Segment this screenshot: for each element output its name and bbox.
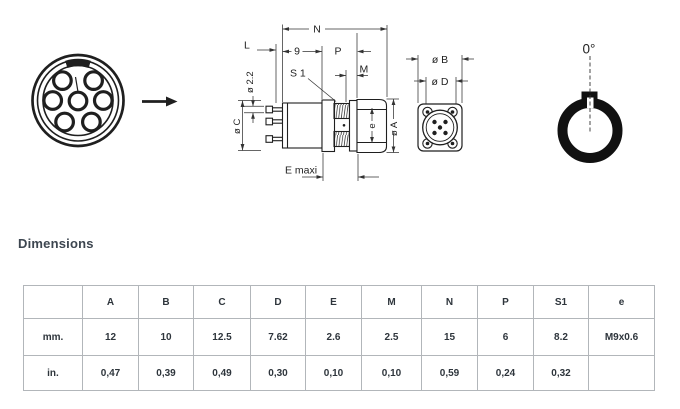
column-header: C xyxy=(193,285,251,319)
dim-label-p: P xyxy=(335,46,342,58)
column-header: e xyxy=(588,285,655,319)
connector-body xyxy=(281,102,323,149)
table-cell: 6 xyxy=(477,318,534,356)
dim-label-dia-2-2: ø 2.2 xyxy=(245,71,256,93)
table-cell: 0,47 xyxy=(82,355,139,391)
dimensions-table: A B C D E M N P S1 e mm. 12 10 12.5 7.62… xyxy=(23,285,655,391)
dim-label-m: M xyxy=(360,64,369,76)
table-cell: 0,59 xyxy=(421,355,478,391)
dim-label-s1: S 1 xyxy=(290,68,306,80)
dim-label-9: 9 xyxy=(294,46,300,58)
table-cell: 2.6 xyxy=(305,318,362,356)
table-header-row: A B C D E M N P S1 e xyxy=(23,285,655,319)
column-header: N xyxy=(421,285,478,319)
table-row: in. 0,47 0,39 0,49 0,30 0,10 0,10 0,59 0… xyxy=(23,355,655,391)
dim-label-n: N xyxy=(313,24,321,36)
table-cell: 10 xyxy=(138,318,194,356)
column-header: E xyxy=(305,285,362,319)
flange-rear-view: ø B ø D xyxy=(406,54,474,152)
dim-label-l: L xyxy=(244,40,250,52)
table-cell: 0,32 xyxy=(533,355,589,391)
dim-label-e-maxi: E maxi xyxy=(285,165,317,177)
solder-contacts xyxy=(265,105,284,143)
flange xyxy=(321,99,336,153)
table-cell: 0,49 xyxy=(193,355,251,391)
orientation-ring-view: 0° xyxy=(557,42,623,163)
connector-front-view xyxy=(31,53,125,148)
dim-label-dia-c: ø C xyxy=(232,119,243,134)
rear-contacts xyxy=(425,110,455,146)
orientation-angle-label: 0° xyxy=(583,42,596,57)
column-header: P xyxy=(477,285,534,319)
section-title: Dimensions xyxy=(18,236,94,251)
thread-upper xyxy=(333,102,351,120)
column-header: B xyxy=(138,285,194,319)
table-cell: M9x0.6 xyxy=(588,318,655,356)
row-label: in. xyxy=(23,355,83,391)
table-cell: 12.5 xyxy=(193,318,251,356)
keying-notch xyxy=(65,58,91,69)
column-header: S1 xyxy=(533,285,589,319)
column-header: M xyxy=(361,285,422,319)
nut xyxy=(356,98,388,154)
column-header: A xyxy=(82,285,139,319)
table-cell: 7.62 xyxy=(250,318,306,356)
thread-lower xyxy=(333,130,351,148)
table-cell: 0,39 xyxy=(138,355,194,391)
table-cell xyxy=(588,355,655,391)
table-cell: 0,24 xyxy=(477,355,534,391)
table-cell: 8.2 xyxy=(533,318,589,356)
dim-label-dia-d: ø D xyxy=(432,76,449,88)
table-cell: 0,10 xyxy=(361,355,422,391)
table-cell: 2.5 xyxy=(361,318,422,356)
contact-holes xyxy=(42,70,114,133)
table-cell: 0,30 xyxy=(250,355,306,391)
washer xyxy=(348,99,358,152)
dim-label-dia-b: ø B xyxy=(432,54,448,66)
row-label: mm. xyxy=(23,318,83,356)
table-row: mm. 12 10 12.5 7.62 2.6 2.5 15 6 8.2 M9x… xyxy=(23,318,655,356)
table-cell: 15 xyxy=(421,318,478,356)
dim-label-dia-a: ø A xyxy=(389,121,400,136)
technical-drawing: N L 9 P S 1 M E maxi ø 2.2 ø C e ø A xyxy=(31,23,623,181)
table-cell: 12 xyxy=(82,318,139,356)
column-header: D xyxy=(250,285,306,319)
key-tab xyxy=(581,91,598,99)
dim-label-e: e xyxy=(367,123,378,128)
direction-arrow-icon xyxy=(142,96,178,107)
connector-side-view: N L 9 P S 1 M E maxi ø 2.2 ø C e ø A xyxy=(232,23,400,181)
column-header xyxy=(23,285,83,319)
table-cell: 0,10 xyxy=(305,355,362,391)
